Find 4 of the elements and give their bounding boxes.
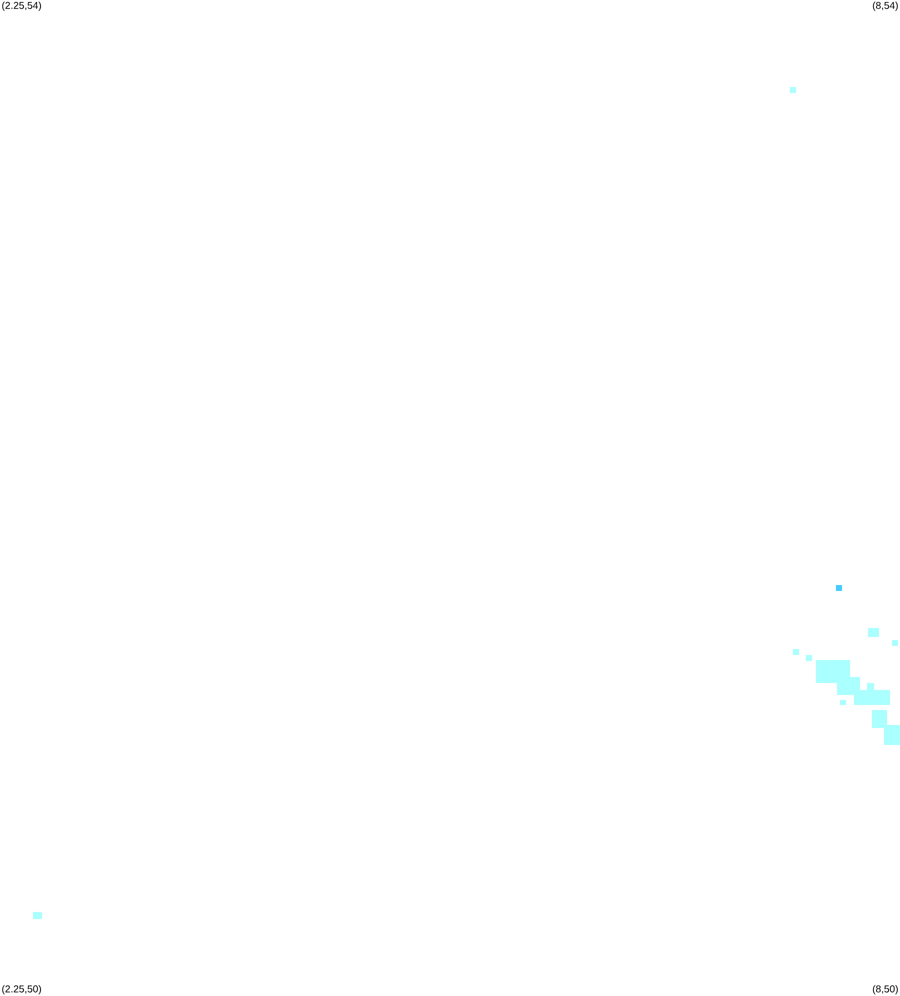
coordinate-label: (8,54)	[872, 2, 898, 11]
coordinate-label: (2.25,54)	[2, 2, 41, 11]
coordinate-label: (2.25,50)	[2, 985, 41, 994]
coordinate-label: (8,50)	[872, 985, 898, 994]
